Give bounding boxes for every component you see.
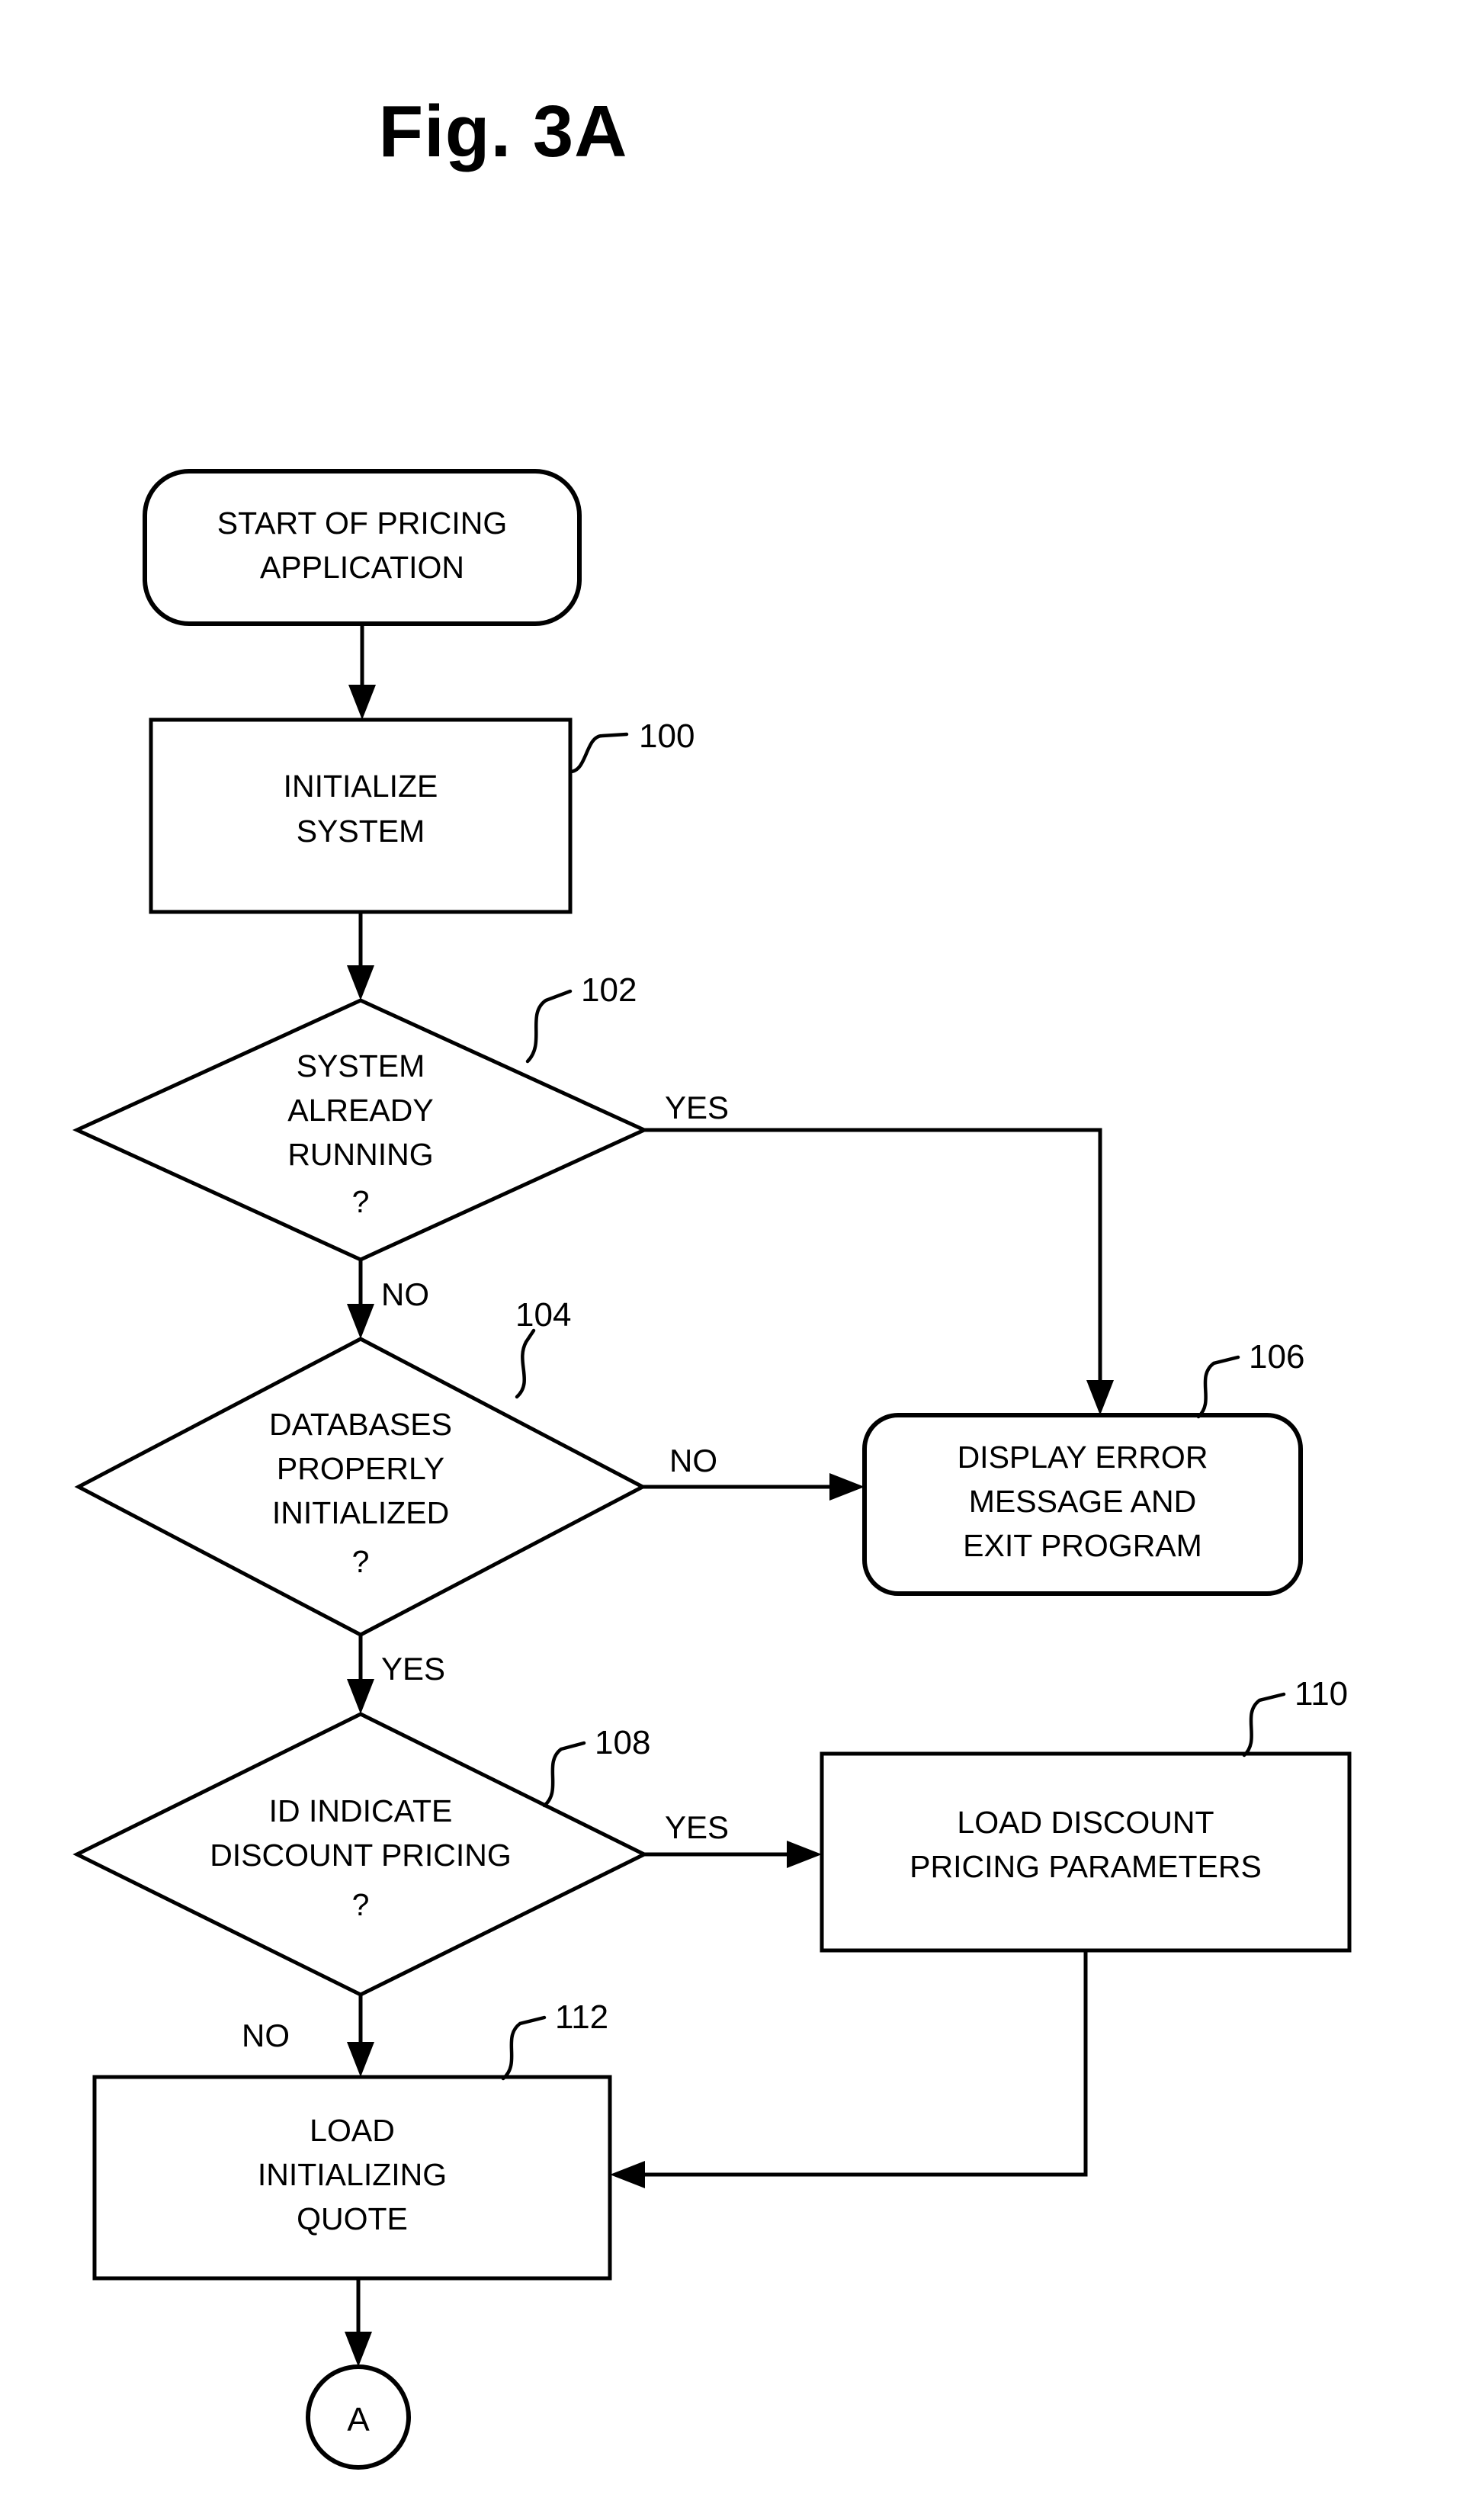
branch-label-discount-yes: YES: [665, 1809, 729, 1845]
edge-start-to-initialize: [348, 624, 376, 720]
ref-leader-112: 112: [501, 1998, 608, 2081]
ref-number-100: 100: [639, 717, 695, 755]
initialize-system-line-1: INITIALIZE: [284, 769, 438, 804]
node-initialize-system: INITIALIZE SYSTEM: [149, 717, 573, 914]
load-initializing-quote-line-3: QUOTE: [297, 2201, 408, 2236]
edge-load-quote-to-connector-a: [345, 2278, 372, 2367]
system-already-running-line-4: ?: [352, 1184, 370, 1219]
edge-databases-yes-to-discount: YES: [347, 1635, 445, 1714]
connector-a-shape: [306, 2364, 411, 2470]
edge-databases-no-to-display-error: NO: [643, 1443, 865, 1501]
load-discount-params-shape: [820, 1751, 1352, 1953]
arrowhead-down: [1086, 1380, 1114, 1415]
node-databases-initialized: DATABASES PROPERLY INITIALIZED ?: [74, 1337, 647, 1637]
system-already-running-line-3: RUNNING: [287, 1137, 433, 1172]
start-label-line-2: APPLICATION: [260, 550, 464, 585]
databases-initialized-shape: [74, 1337, 647, 1637]
edge-discount-yes-to-load-params: YES: [644, 1809, 822, 1868]
display-error-line-1: DISPLAY ERROR: [958, 1440, 1208, 1475]
id-indicate-discount-line-1: ID INDICATE: [269, 1793, 453, 1828]
edge-discount-no-to-load-quote: NO: [242, 1995, 374, 2077]
initialize-system-shape: [149, 717, 573, 914]
node-system-already-running: SYSTEM ALREADY RUNNING ?: [72, 998, 650, 1262]
figure-title: Fig. 3A: [378, 91, 628, 172]
branch-label-databases-yes: YES: [381, 1651, 445, 1687]
branch-label-running-yes: YES: [665, 1090, 729, 1125]
start-label-line-1: START OF PRICING: [217, 506, 507, 541]
ref-leader-110: 110: [1242, 1675, 1348, 1758]
ref-number-104: 104: [515, 1296, 571, 1334]
arrowhead-down: [345, 2332, 372, 2367]
databases-initialized-line-3: INITIALIZED: [272, 1495, 449, 1530]
edge-running-yes-to-display-error: YES: [644, 1090, 1114, 1415]
arrowhead-left: [610, 2161, 645, 2188]
system-already-running-shape: [72, 998, 650, 1262]
databases-initialized-line-1: DATABASES: [269, 1407, 452, 1442]
node-load-discount-params: LOAD DISCOUNT PRICING PARAMETERS: [820, 1751, 1352, 1953]
start-terminal-shape: [143, 469, 582, 626]
initialize-system-line-2: SYSTEM: [297, 814, 425, 849]
databases-initialized-line-4: ?: [352, 1544, 370, 1579]
load-initializing-quote-shape: [92, 2075, 612, 2281]
node-connector-a: A: [306, 2364, 411, 2470]
ref-leader-102: 102: [525, 971, 637, 1064]
load-discount-params-line-2: PRICING PARAMETERS: [910, 1849, 1262, 1884]
node-display-error: DISPLAY ERROR MESSAGE AND EXIT PROGRAM: [862, 1413, 1303, 1596]
display-error-line-3: EXIT PROGRAM: [963, 1528, 1202, 1563]
arrowhead-right: [829, 1473, 865, 1501]
ref-number-106: 106: [1249, 1338, 1304, 1376]
arrowhead-down: [347, 1679, 374, 1714]
ref-leader-100: 100: [568, 717, 695, 774]
node-start: START OF PRICING APPLICATION: [143, 469, 582, 626]
edge-load-params-to-load-quote: [610, 1950, 1088, 2188]
load-discount-params-line-1: LOAD DISCOUNT: [957, 1805, 1214, 1840]
ref-number-108: 108: [595, 1724, 650, 1761]
edge-initialize-to-running: [347, 912, 374, 1000]
arrowhead-down: [347, 1304, 374, 1339]
system-already-running-line-2: ALREADY: [287, 1093, 433, 1128]
ref-leader-106: 106: [1196, 1338, 1304, 1419]
node-id-indicate-discount: ID INDICATE DISCOUNT PRICING ?: [72, 1712, 649, 1997]
branch-label-databases-no: NO: [669, 1443, 717, 1478]
ref-leader-108: 108: [542, 1724, 650, 1808]
arrowhead-right: [787, 1841, 822, 1868]
branch-label-discount-no: NO: [242, 2018, 290, 2053]
edge-running-no-to-databases: NO: [347, 1260, 429, 1339]
id-indicate-discount-line-3: ?: [352, 1887, 370, 1922]
load-initializing-quote-line-1: LOAD: [310, 2113, 395, 2148]
arrowhead-down: [347, 965, 374, 1000]
ref-number-102: 102: [581, 971, 637, 1009]
id-indicate-discount-line-2: DISCOUNT PRICING: [210, 1838, 512, 1873]
arrowhead-down: [347, 2042, 374, 2077]
display-error-line-2: MESSAGE AND: [969, 1484, 1196, 1519]
ref-leader-104: 104: [515, 1296, 571, 1399]
system-already-running-line-1: SYSTEM: [297, 1048, 425, 1083]
databases-initialized-line-2: PROPERLY: [277, 1451, 444, 1486]
branch-label-running-no: NO: [381, 1276, 429, 1312]
arrowhead-down: [348, 685, 376, 720]
display-error-shape: [862, 1413, 1303, 1596]
ref-number-112: 112: [555, 1998, 608, 2036]
node-load-initializing-quote: LOAD INITIALIZING QUOTE: [92, 2075, 612, 2281]
ref-number-110: 110: [1295, 1675, 1348, 1713]
connector-a-label: A: [347, 2401, 370, 2438]
load-initializing-quote-line-2: INITIALIZING: [258, 2157, 447, 2192]
